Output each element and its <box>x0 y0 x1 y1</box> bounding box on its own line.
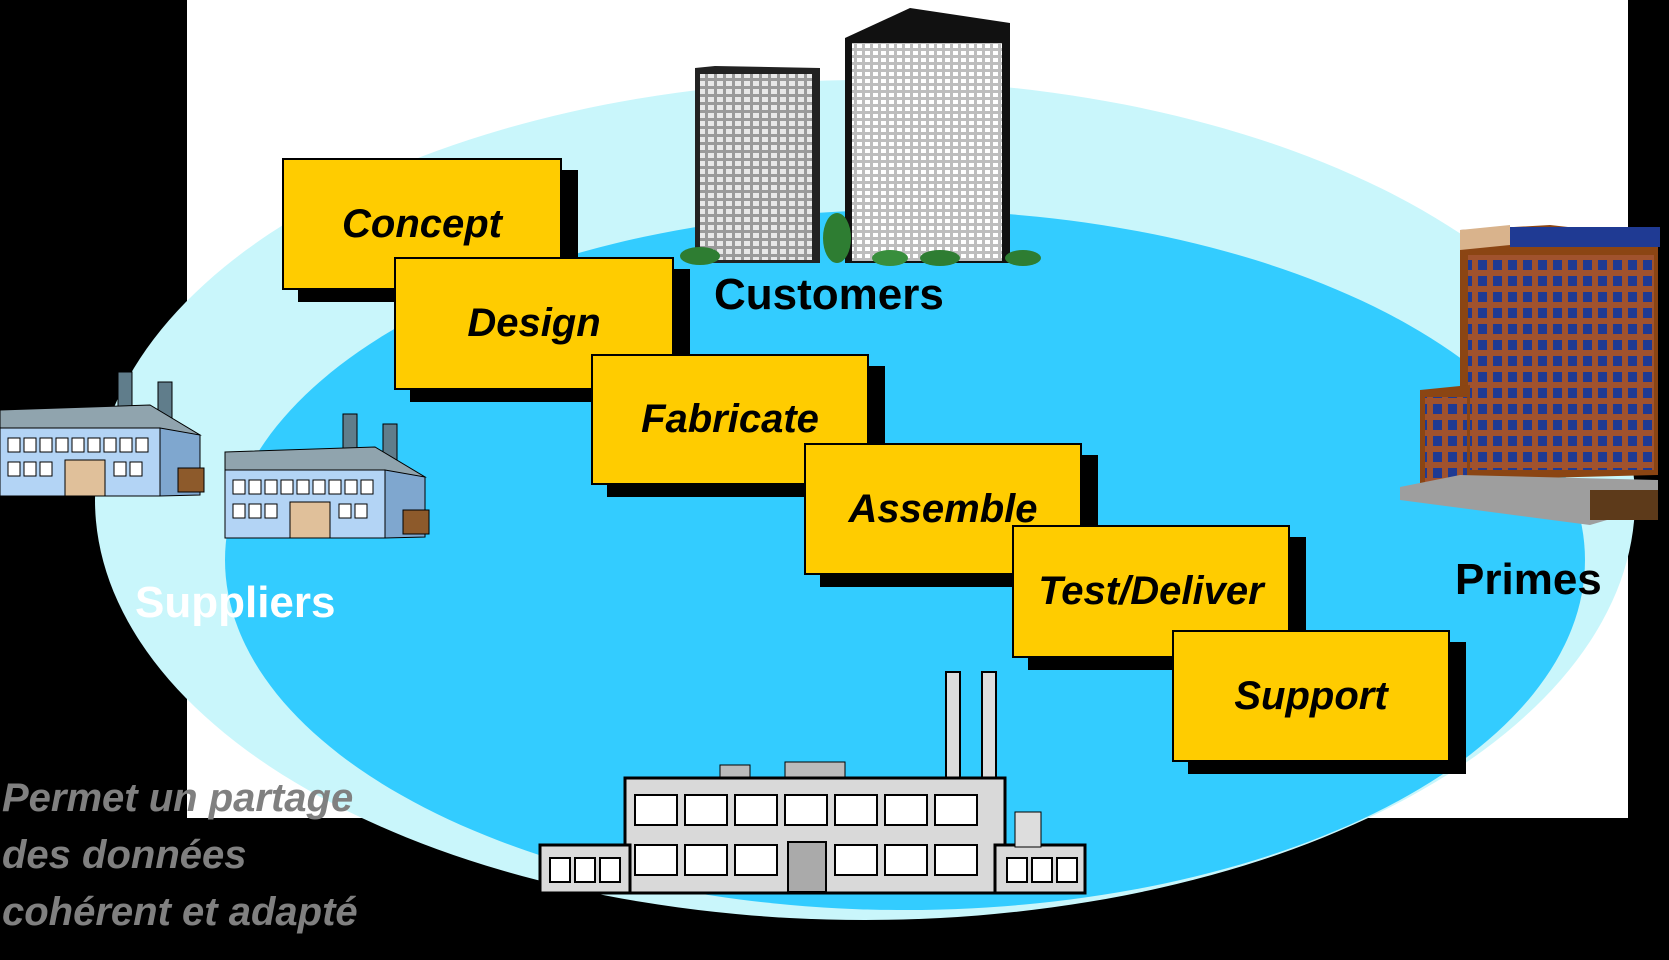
suppliers-label: Suppliers <box>135 578 336 627</box>
corporate-building-icon <box>1400 225 1660 525</box>
primes-label: Primes <box>1455 555 1602 604</box>
office-towers-icon <box>680 8 1041 266</box>
customers-label: Customers <box>714 270 944 319</box>
subcontractors-label: Subcontractors <box>630 910 956 959</box>
phase-support: Support <box>1172 630 1450 762</box>
plant-icon <box>538 671 1087 895</box>
note-line-2: des données <box>2 833 247 877</box>
note-line-1: Permet un partage <box>2 776 354 820</box>
note-text: Permet un partage des données cohérent e… <box>2 770 358 941</box>
note-line-3: cohérent et adapté <box>2 890 358 934</box>
factory-icon <box>0 371 430 539</box>
